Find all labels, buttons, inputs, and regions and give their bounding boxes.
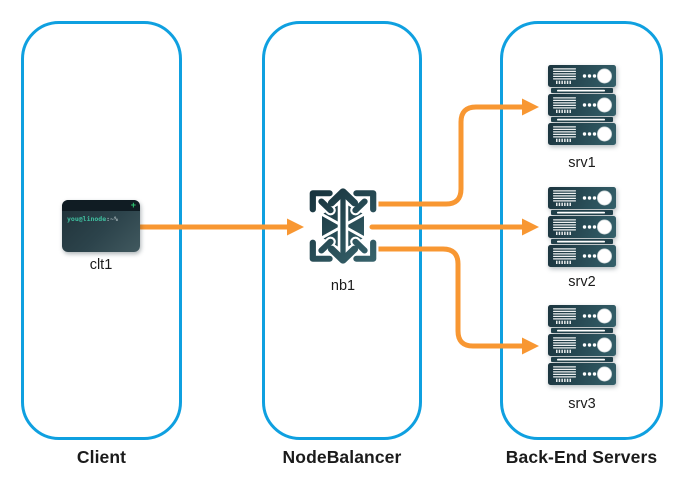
terminal-prompt: you@linode:~% — [62, 211, 140, 223]
node-label-clt1: clt1 — [89, 257, 113, 273]
terminal-window-icon: + you@linode:~% — [62, 200, 140, 252]
group-label-backend-servers: Back-End Servers — [505, 447, 658, 467]
group-label-nodebalancer: NodeBalancer — [282, 447, 402, 467]
group-box-client — [21, 21, 182, 440]
arrowhead-clt1-to-nb1 — [287, 218, 304, 236]
terminal-plus-icon: + — [130, 200, 136, 210]
node-label-srv3: srv3 — [568, 396, 596, 412]
group-box-backend-servers — [500, 21, 663, 440]
terminal-titlebar: + — [62, 200, 140, 211]
server-rack-icon-srv2 — [548, 187, 616, 267]
group-label-client: Client — [76, 447, 127, 467]
group-box-nodebalancer — [262, 21, 422, 440]
node-label-nb1: nb1 — [330, 278, 356, 294]
node-label-srv2: srv2 — [568, 274, 596, 290]
terminal-prompt-user: you@linode — [67, 214, 107, 223]
arrowhead-nb1-to-srv2 — [522, 218, 539, 236]
nodebalancer-hexagon-icon — [307, 186, 379, 266]
arrowhead-nb1-to-srv1 — [522, 98, 539, 116]
arrow-nb1-to-srv3 — [375, 246, 525, 349]
arrow-nb1-to-srv1 — [375, 104, 525, 207]
server-rack-icon-srv1 — [548, 65, 616, 145]
node-label-srv1: srv1 — [568, 155, 596, 171]
server-rack-icon-srv3 — [548, 305, 616, 385]
arrowhead-nb1-to-srv3 — [522, 337, 539, 355]
terminal-prompt-suffix: :~% — [106, 214, 118, 223]
